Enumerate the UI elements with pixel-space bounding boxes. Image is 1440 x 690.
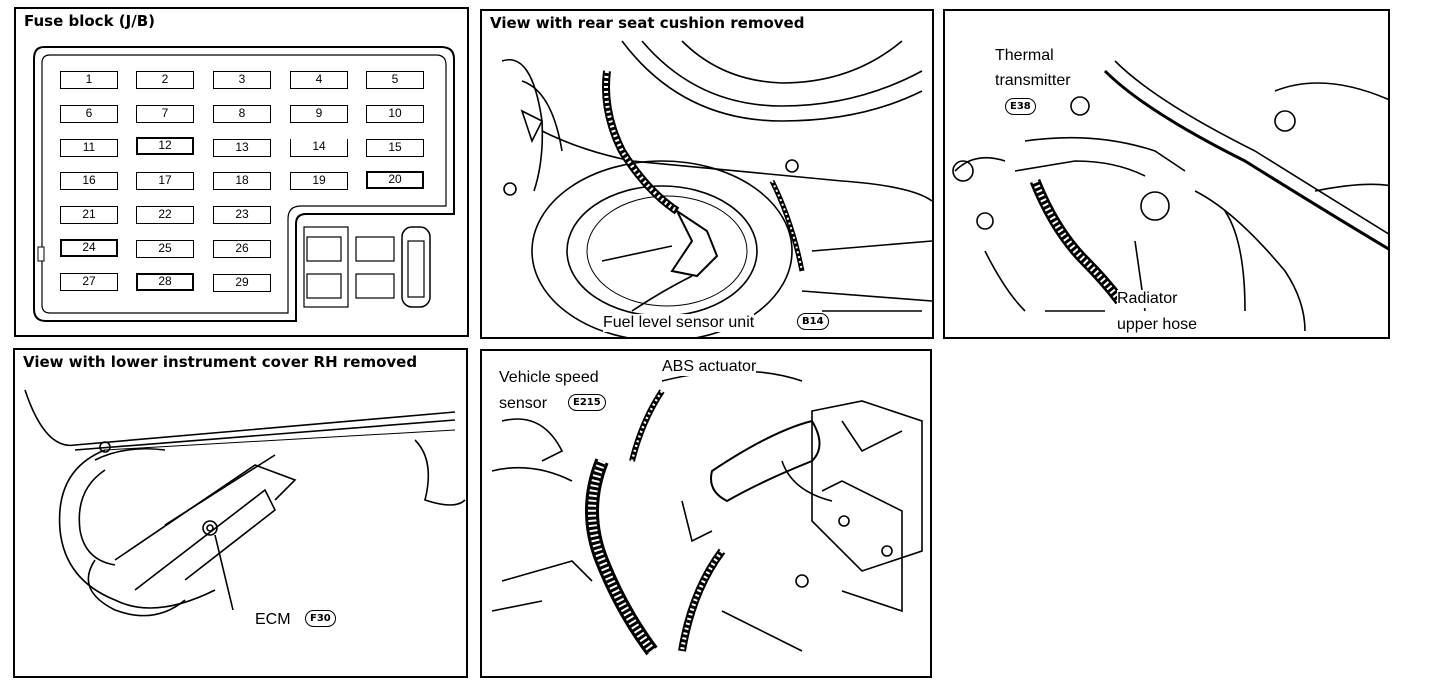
fuse-9: 9: [290, 105, 348, 123]
fuse-21: 21: [60, 206, 118, 224]
fuse-11: 11: [60, 139, 118, 157]
abs-actuator-label: ABS actuator: [662, 358, 757, 376]
rear-seat-title: View with rear seat cushion removed: [490, 14, 805, 32]
fuse-26: 26: [213, 240, 271, 258]
fuse-27: 27: [60, 273, 118, 291]
fuse-4: 4: [290, 71, 348, 89]
fuel-level-sensor-label: Fuel level sensor unit: [603, 314, 755, 332]
fuse-6: 6: [60, 105, 118, 123]
fuse-12: 12: [136, 137, 194, 155]
fuse-19: 19: [290, 172, 348, 190]
fuse-block-outline: [33, 46, 455, 322]
connector-f30: F30: [305, 610, 336, 627]
fuse-29: 29: [213, 274, 271, 292]
connector-b14: B14: [797, 313, 829, 330]
radiator-label-line1: Radiator: [1117, 290, 1178, 308]
rear-seat-panel: View with rear seat cushion removed Fuel…: [480, 9, 934, 339]
instrument-panel: View with lower instrument cover RH remo…: [13, 348, 468, 678]
fuse-5: 5: [366, 71, 424, 89]
fuse-24: 24: [60, 239, 118, 257]
engine-panel: Thermal transmitter E38 Radiator upper h…: [943, 9, 1390, 339]
engine-drawing: [952, 60, 1388, 332]
fuse-16: 16: [60, 172, 118, 190]
fuse-25: 25: [136, 240, 194, 258]
fuse-28: 28: [136, 273, 194, 291]
fuse-18: 18: [213, 172, 271, 190]
vehicle-speed-label-line1: Vehicle speed: [499, 369, 599, 387]
fuse-23: 23: [213, 206, 271, 224]
radiator-label-line2: upper hose: [1117, 316, 1198, 334]
fuse-1: 1: [60, 71, 118, 89]
connector-e38: E38: [1005, 98, 1036, 115]
fuse-22: 22: [136, 206, 194, 224]
thermal-label-line1: Thermal: [995, 47, 1054, 65]
abs-drawing: [491, 370, 923, 656]
thermal-label-line2: transmitter: [995, 72, 1071, 90]
vehicle-speed-label-line2: sensor: [499, 395, 548, 413]
fuse-13: 13: [213, 139, 271, 157]
connector-e215: E215: [568, 394, 606, 411]
fuse-17: 17: [136, 172, 194, 190]
fuse-2: 2: [136, 71, 194, 89]
instrument-drawing: [24, 389, 466, 617]
ecm-label: ECM: [255, 611, 291, 629]
fuse-10: 10: [366, 105, 424, 123]
fuse-7: 7: [136, 105, 194, 123]
fuse-8: 8: [213, 105, 271, 123]
fuse-20: 20: [366, 171, 424, 189]
fuse-15: 15: [366, 139, 424, 157]
abs-panel: Vehicle speed sensor E215 ABS actuator: [480, 349, 932, 678]
fuse-block-title: Fuse block (J/B): [24, 12, 155, 30]
instrument-title: View with lower instrument cover RH remo…: [23, 353, 418, 371]
fuse-14: 14: [290, 139, 348, 157]
fuse-3: 3: [213, 71, 271, 89]
fuse-block-panel: Fuse block (J/B) 1 2 3 4 5 6 7 8 9 10 11…: [14, 7, 469, 337]
rear-seat-drawing: [501, 40, 932, 337]
